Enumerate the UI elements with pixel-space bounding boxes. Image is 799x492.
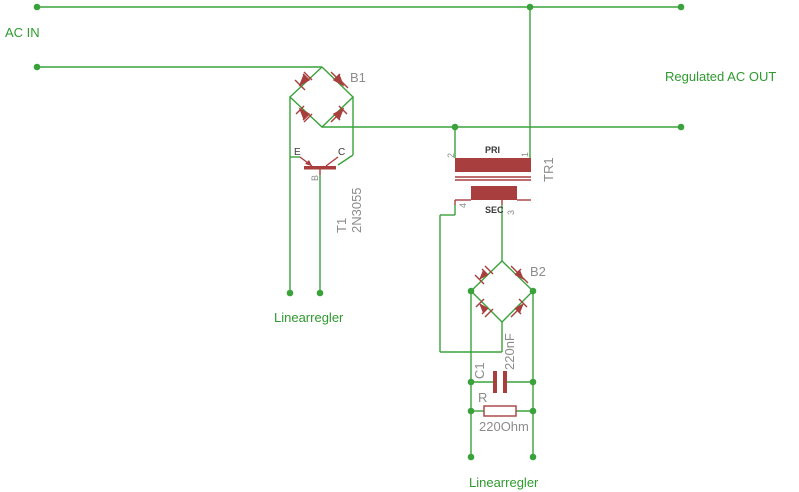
capacitor-c1	[493, 371, 507, 393]
collector-lead	[325, 156, 339, 167]
label-linearregler-top: Linearregler	[274, 310, 344, 325]
label-t1-pin-b: B	[310, 175, 320, 181]
wire-collector	[337, 154, 354, 166]
transistor-base-bar	[304, 166, 336, 170]
label-t1-value: 2N3055	[349, 187, 364, 233]
resistor-r	[483, 405, 517, 417]
transformer-tr1	[454, 158, 531, 205]
bridge-rectifier-b2	[470, 260, 534, 323]
label-ac-in: AC IN	[5, 25, 40, 40]
node-ac-top-mid	[526, 3, 534, 11]
node-cap-left	[467, 378, 475, 386]
label-r-name: R	[478, 390, 487, 405]
label-tr1-pin-4: 4	[458, 203, 468, 208]
label-t1-name: T1	[334, 218, 349, 233]
node-linear-bottom-left	[467, 453, 475, 461]
label-tr1-pin-3: 3	[506, 210, 516, 215]
label-tr1-pin-2: 2	[446, 153, 456, 158]
label-c1-name: C1	[472, 362, 487, 379]
label-c1-value: 220nF	[502, 333, 517, 370]
node-cap-right	[529, 378, 537, 386]
label-b2: B2	[530, 264, 546, 279]
secondary-winding	[471, 186, 517, 200]
node-out-mid	[451, 123, 459, 131]
label-tr1-name: TR1	[541, 157, 556, 182]
capacitor-plate-left	[493, 371, 497, 393]
label-t1-pin-c: C	[338, 147, 345, 158]
node-ac-top-left	[33, 3, 41, 11]
node-linear-bottom-right	[529, 453, 537, 461]
label-regulated-ac-out: Regulated AC OUT	[665, 69, 776, 84]
label-tr1-pri: PRI	[485, 145, 500, 155]
label-b1: B1	[350, 70, 366, 85]
node-linear-top-right	[316, 289, 324, 297]
transistor-t1	[299, 156, 339, 175]
label-linearregler-bottom: Linearregler	[469, 475, 539, 490]
label-t1-pin-e: E	[294, 147, 301, 158]
node-ac-top-right	[677, 3, 685, 11]
primary-winding	[455, 158, 531, 172]
label-tr1-pin-1: 1	[520, 152, 530, 157]
node-ac-second-left	[33, 63, 41, 71]
node-linear-top-left	[286, 289, 294, 297]
node-res-right	[529, 407, 537, 415]
node-out-right	[677, 123, 685, 131]
emitter-arrow-icon	[305, 160, 312, 166]
capacitor-plate-right	[503, 371, 507, 393]
label-tr1-sec: SEC	[485, 205, 504, 215]
label-r-value: 220Ohm	[479, 419, 529, 434]
resistor-body	[483, 405, 517, 417]
node-res-left	[467, 407, 475, 415]
bridge-rectifier-b1	[288, 66, 355, 128]
